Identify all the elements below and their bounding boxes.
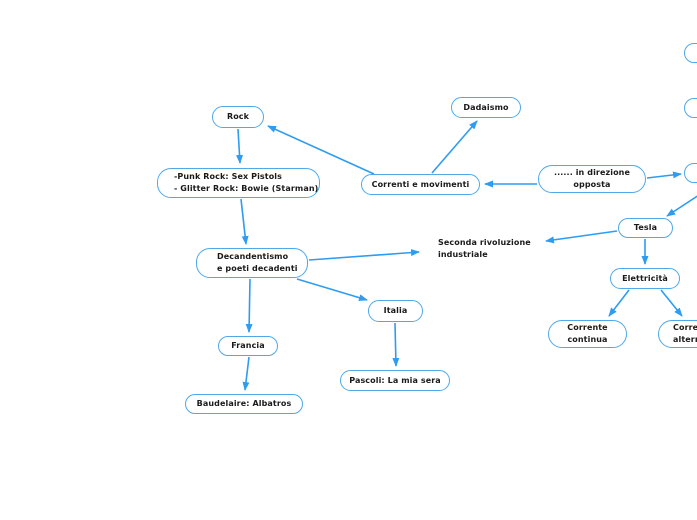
node-corrente-continua[interactable]: Corrente continua <box>548 320 627 348</box>
node-pascoli[interactable]: Pascoli: La mia sera <box>340 370 450 391</box>
edge-francia-to-baudelaire <box>242 356 250 391</box>
node-label: Corrente continua <box>567 323 608 344</box>
node-label: Elettricità <box>622 273 668 283</box>
node-label: Corrente alternata <box>673 323 697 344</box>
edge-in-direzione-opposta-to-partial-top-right-3 <box>646 171 682 179</box>
edge-italia-to-pascoli <box>392 322 400 367</box>
node-baudelaire[interactable]: Baudelaire: Albatros <box>185 394 303 414</box>
node-partial-top-right-1[interactable] <box>684 43 697 63</box>
node-label: -Punk Rock: Sex Pistols - Glitter Rock: … <box>174 172 319 193</box>
node-partial-top-right-2[interactable] <box>684 98 697 118</box>
node-label: Italia <box>383 306 408 316</box>
node-dadaismo[interactable]: Dadaismo <box>451 97 521 118</box>
edge-partial-top-right-3-to-tesla <box>666 195 697 217</box>
node-label: Dadaismo <box>463 102 509 112</box>
edge-decandentismo-to-seconda-rivoluzione <box>308 249 420 261</box>
edge-punk-glitter-rock-to-decandentismo <box>240 198 249 245</box>
edge-correnti-e-movimenti-to-dadaismo <box>431 120 478 174</box>
node-decandentismo[interactable]: Decandentismo e poeti decadenti <box>196 248 308 278</box>
node-elettricita[interactable]: Elettricità <box>610 268 680 289</box>
edge-decandentismo-to-francia <box>245 278 253 333</box>
edge-rock-to-punk-glitter-rock <box>236 128 244 164</box>
node-rock[interactable]: Rock <box>212 106 264 128</box>
node-label: Francia <box>231 341 265 351</box>
node-punk-glitter-rock[interactable]: -Punk Rock: Sex Pistols - Glitter Rock: … <box>157 168 320 198</box>
node-correnti-e-movimenti[interactable]: Correnti e movimenti <box>361 174 480 195</box>
node-corrente-alternata[interactable]: Corrente alternata <box>658 320 697 348</box>
node-francia[interactable]: Francia <box>218 336 278 356</box>
node-in-direzione-opposta[interactable]: ...... in direzione opposta <box>538 165 646 193</box>
node-partial-top-right-3[interactable] <box>684 163 697 183</box>
edge-tesla-to-seconda-rivoluzione <box>545 230 618 244</box>
edge-decandentismo-to-italia <box>296 278 368 302</box>
node-label: Tesla <box>633 223 658 233</box>
node-label: Baudelaire: Albatros <box>196 399 292 409</box>
floating-label-seconda-rivoluzione[interactable]: Seconda rivoluzione industriale <box>438 238 531 259</box>
node-label: Pascoli: La mia sera <box>349 375 441 385</box>
node-tesla[interactable]: Tesla <box>618 218 673 238</box>
edge-elettricita-to-corrente-alternata <box>660 289 683 317</box>
edge-correnti-e-movimenti-to-rock <box>267 125 375 175</box>
node-italia[interactable]: Italia <box>368 300 423 322</box>
node-label: ...... in direzione opposta <box>554 168 630 189</box>
node-label: Rock <box>226 112 250 122</box>
node-label: Correnti e movimenti <box>371 179 470 189</box>
node-label: Decandentismo e poeti decadenti <box>217 252 298 273</box>
edge-elettricita-to-corrente-continua <box>608 289 630 317</box>
